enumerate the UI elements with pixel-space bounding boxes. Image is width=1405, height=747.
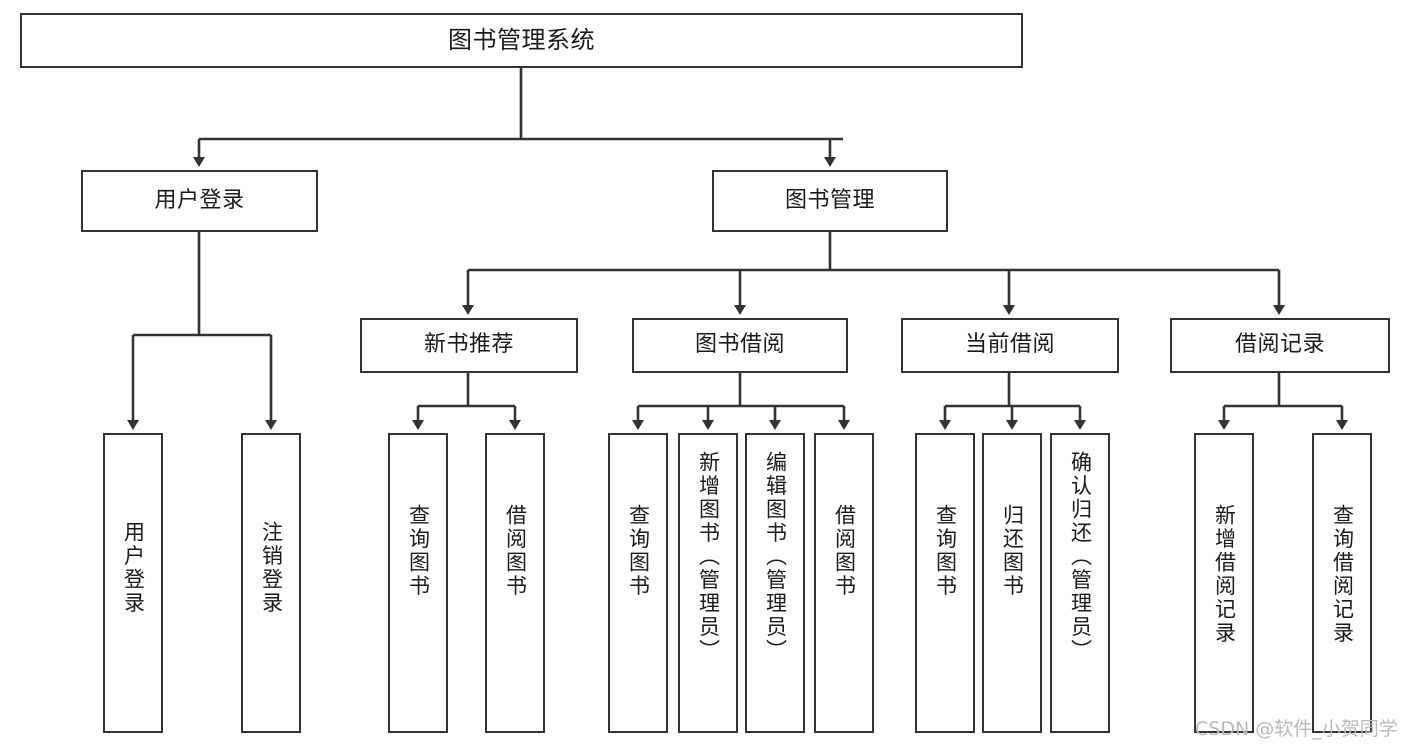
- node-new-book-recommend-label: 新书推荐: [423, 332, 514, 358]
- node-leaf-query-book-1-label: 查询图书: [406, 504, 431, 598]
- node-borrow-record-label: 借阅记录: [1234, 332, 1325, 358]
- node-book-borrow[interactable]: 图书借阅: [632, 318, 848, 373]
- node-leaf-query-book-2-label: 查询图书: [626, 504, 651, 598]
- node-leaf-user-logout-label: 注销登录: [259, 521, 284, 615]
- node-leaf-borrow-book-1-label: 借阅图书: [503, 504, 528, 598]
- node-leaf-confirm-return[interactable]: 确认归还（管理员）: [1050, 433, 1110, 733]
- node-leaf-query-book-3-label: 查询图书: [933, 504, 958, 598]
- node-leaf-add-book[interactable]: 新增图书（管理员）: [678, 433, 738, 733]
- node-leaf-borrow-book-1[interactable]: 借阅图书: [485, 433, 545, 733]
- csdn-watermark: CSDN @软件_小贺同学: [1195, 718, 1398, 740]
- node-leaf-borrow-book-2[interactable]: 借阅图书: [814, 433, 874, 733]
- node-leaf-query-record-label: 查询借阅记录: [1330, 504, 1355, 645]
- node-borrow-record[interactable]: 借阅记录: [1170, 318, 1390, 373]
- node-leaf-query-book-1[interactable]: 查询图书: [388, 433, 448, 733]
- node-leaf-user-logout[interactable]: 注销登录: [241, 433, 301, 733]
- node-leaf-user-login[interactable]: 用户登录: [103, 433, 163, 733]
- node-leaf-borrow-book-2-label: 借阅图书: [832, 504, 857, 598]
- node-user-login[interactable]: 用户登录: [81, 170, 318, 232]
- node-root-label: 图书管理系统: [448, 26, 595, 55]
- node-leaf-confirm-return-label: 确认归还（管理员）: [1068, 451, 1093, 663]
- node-leaf-query-record[interactable]: 查询借阅记录: [1312, 433, 1372, 733]
- node-current-borrow-label: 当前借阅: [964, 332, 1055, 358]
- node-leaf-return-book[interactable]: 归还图书: [982, 433, 1042, 733]
- node-leaf-add-book-label: 新增图书（管理员）: [696, 451, 721, 663]
- node-leaf-query-book-2[interactable]: 查询图书: [608, 433, 668, 733]
- node-leaf-add-record-label: 新增借阅记录: [1212, 504, 1237, 645]
- node-book-manage-label: 图书管理: [784, 187, 875, 213]
- node-leaf-edit-book[interactable]: 编辑图书（管理员）: [745, 433, 805, 733]
- node-leaf-user-login-label: 用户登录: [121, 521, 146, 615]
- node-leaf-query-book-3[interactable]: 查询图书: [915, 433, 975, 733]
- node-leaf-edit-book-label: 编辑图书（管理员）: [763, 451, 788, 663]
- node-current-borrow[interactable]: 当前借阅: [901, 318, 1119, 373]
- node-root[interactable]: 图书管理系统: [20, 13, 1023, 68]
- node-book-borrow-label: 图书借阅: [694, 332, 785, 358]
- node-book-manage[interactable]: 图书管理: [712, 170, 948, 232]
- node-leaf-return-book-label: 归还图书: [1000, 504, 1025, 598]
- node-leaf-add-record[interactable]: 新增借阅记录: [1194, 433, 1254, 733]
- node-user-login-label: 用户登录: [154, 187, 245, 213]
- node-new-book-recommend[interactable]: 新书推荐: [360, 318, 578, 373]
